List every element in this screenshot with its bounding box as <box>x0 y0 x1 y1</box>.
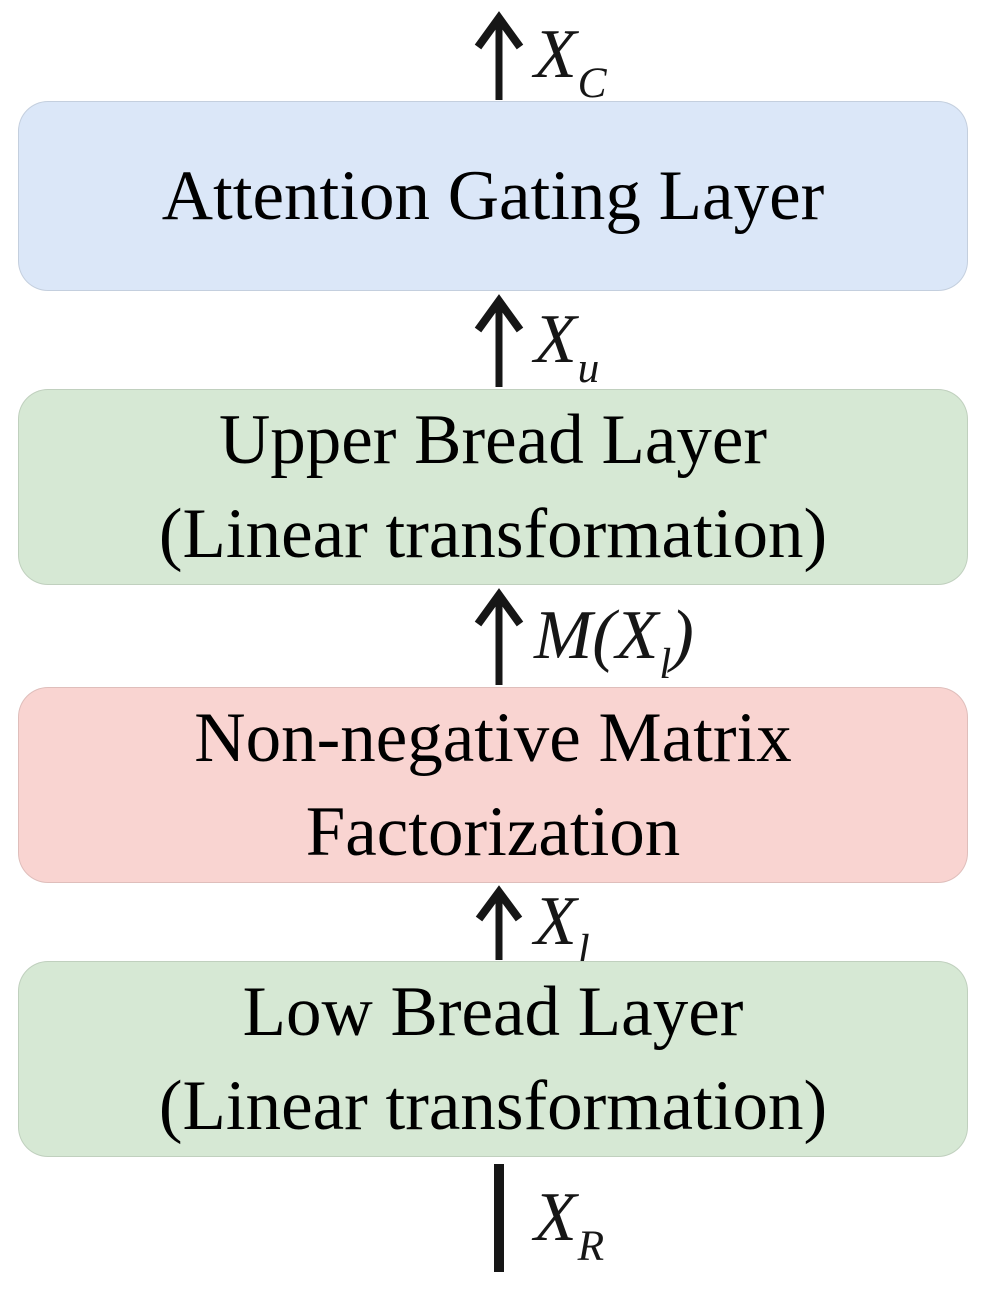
label-m-x-l: M(Xl) <box>534 597 694 689</box>
connector-input: XR <box>468 1162 605 1274</box>
box-upper-bread-line1: Upper Bread Layer <box>219 400 767 479</box>
box-attention-gating-layer: Attention Gating Layer <box>18 101 968 291</box>
box-low-bread-line2: (Linear transformation) <box>158 1067 828 1145</box>
label-x-u: Xu <box>534 301 600 393</box>
box-nmf-line1: Non-negative Matrix <box>194 698 792 777</box>
vertical-line-icon <box>494 1164 504 1272</box>
up-arrow-icon <box>474 11 524 100</box>
connector-to-attention: Xu <box>468 291 600 393</box>
connector-to-upper: M(Xl) <box>468 585 694 687</box>
up-arrow-icon <box>474 294 524 387</box>
up-arrow-icon <box>475 885 523 960</box>
connector-output: XC <box>468 8 607 107</box>
label-x-l: Xl <box>534 883 590 975</box>
up-arrow-icon <box>474 588 524 685</box>
box-low-bread-layer: Low Bread Layer (Linear transformation) <box>18 961 968 1157</box>
box-nmf-line2: Factorization <box>305 793 681 871</box>
box-upper-bread-layer: Upper Bread Layer (Linear transformation… <box>18 389 968 585</box>
label-x-c: XC <box>534 15 607 107</box>
box-attention-title: Attention Gating Layer <box>161 156 825 235</box>
box-nmf: Non-negative Matrix Factorization <box>18 687 968 883</box>
box-low-bread-line1: Low Bread Layer <box>242 972 744 1051</box>
connector-to-nmf: Xl <box>468 883 590 975</box>
label-x-r: XR <box>534 1179 605 1271</box>
box-upper-bread-line2: (Linear transformation) <box>158 495 828 573</box>
